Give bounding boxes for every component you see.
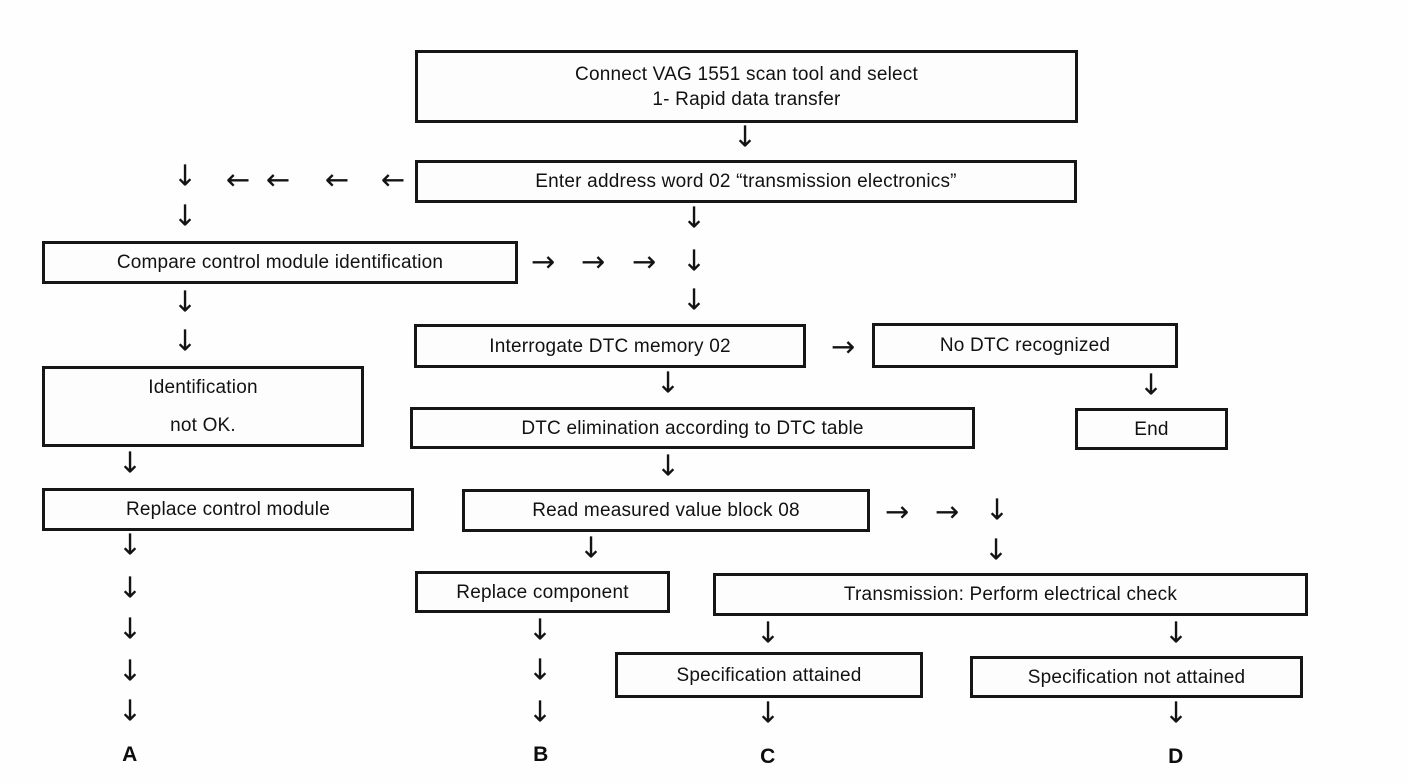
flow-box-specification-not-attained: Specification not attained [970, 656, 1303, 698]
flow-arrow-down-icon: ↓ [755, 695, 781, 730]
flow-arrow-down-icon: ↓ [681, 243, 707, 278]
flow-box-text: Transmission: Perform electrical check [843, 584, 1178, 605]
flow-box-transmission-electrical-check: Transmission: Perform electrical check [713, 573, 1308, 616]
outcome-label-a: A [122, 743, 138, 766]
flow-arrow-down-icon: ↓ [527, 652, 553, 687]
flow-arrow-down-icon: ↓ [172, 284, 198, 319]
flow-arrow-down-icon: ↓ [172, 158, 198, 193]
flow-box-connect-scan-tool: Connect VAG 1551 scan tool and select 1-… [415, 50, 1078, 123]
flow-arrow-down-icon: ↓ [681, 200, 707, 235]
flow-box-compare-identification: Compare control module identification [42, 241, 518, 284]
flow-arrow-down-icon: ↓ [117, 611, 143, 646]
flow-arrow-right-icon: → [530, 244, 556, 279]
flow-arrow-down-icon: ↓ [117, 693, 143, 728]
flow-box-replace-control-module: Replace control module [42, 488, 414, 531]
flow-box-read-measured-value-block: Read measured value block 08 [462, 489, 870, 532]
flow-box-enter-address-word: Enter address word 02 “transmission elec… [415, 160, 1077, 203]
flow-box-interrogate-dtc-memory: Interrogate DTC memory 02 [414, 324, 806, 368]
flow-box-replace-component: Replace component [415, 571, 670, 613]
flow-box-text: not OK. [170, 415, 236, 436]
flow-arrow-down-icon: ↓ [755, 615, 781, 650]
flow-arrow-down-icon: ↓ [983, 532, 1009, 567]
flow-box-text: Replace component [456, 581, 629, 603]
flow-arrow-down-icon: ↓ [732, 119, 758, 154]
flow-arrow-right-icon: → [934, 494, 960, 529]
flow-box-text: Compare control module identification [116, 252, 444, 273]
flow-box-text: Specification not attained [1027, 666, 1246, 688]
flow-arrow-down-icon: ↓ [117, 527, 143, 562]
flow-arrow-right-icon: → [631, 244, 657, 279]
flow-box-text: DTC elimination according to DTC table [521, 417, 864, 439]
flow-arrow-down-icon: ↓ [172, 198, 198, 233]
flow-arrow-left-icon: ← [225, 162, 251, 197]
flow-arrow-left-icon: ← [324, 162, 350, 197]
flow-arrow-down-icon: ↓ [1138, 367, 1164, 402]
flow-arrow-down-icon: ↓ [172, 323, 198, 358]
flow-box-text: Interrogate DTC memory 02 [489, 335, 731, 357]
outcome-label-b: B [533, 743, 549, 766]
flow-arrow-down-icon: ↓ [681, 282, 707, 317]
flow-arrow-right-icon: → [830, 329, 856, 364]
flow-arrow-down-icon: ↓ [1163, 615, 1189, 650]
flow-box-text: 1- Rapid data transfer [652, 88, 841, 110]
flow-arrow-down-icon: ↓ [655, 448, 681, 483]
flow-arrow-down-icon: ↓ [655, 365, 681, 400]
flow-box-text: Identification [148, 377, 258, 398]
flow-arrow-down-icon: ↓ [117, 653, 143, 688]
flow-box-text: Replace control module [125, 499, 330, 520]
flow-box-dtc-elimination: DTC elimination according to DTC table [410, 407, 975, 449]
flow-arrow-down-icon: ↓ [117, 570, 143, 605]
flow-arrow-down-icon: ↓ [1163, 695, 1189, 730]
flow-box-text: No DTC recognized [939, 335, 1111, 356]
flow-arrow-down-icon: ↓ [117, 445, 143, 480]
flow-box-identification-not-ok: Identification not OK. [42, 366, 364, 447]
flow-arrow-down-icon: ↓ [578, 530, 604, 565]
flow-box-text: Read measured value block 08 [532, 500, 800, 521]
flow-box-no-dtc-recognized: No DTC recognized [872, 323, 1178, 368]
flow-arrow-left-icon: ← [380, 162, 406, 197]
flow-arrow-right-icon: → [884, 494, 910, 529]
flow-box-specification-attained: Specification attained [615, 652, 923, 698]
flow-box-text: Specification attained [676, 664, 862, 686]
flow-arrow-down-icon: ↓ [984, 492, 1010, 527]
flow-box-text: End [1134, 418, 1169, 440]
outcome-label-d: D [1168, 745, 1184, 768]
flow-arrow-down-icon: ↓ [527, 612, 553, 647]
outcome-label-c: C [760, 745, 776, 768]
flow-box-text: Connect VAG 1551 scan tool and select [575, 63, 918, 85]
flow-box-end: End [1075, 408, 1228, 450]
flow-arrow-left-icon: ← [265, 162, 291, 197]
flow-arrow-right-icon: → [580, 244, 606, 279]
flow-box-text: Enter address word 02 “transmission elec… [535, 171, 957, 192]
flow-arrow-down-icon: ↓ [527, 694, 553, 729]
